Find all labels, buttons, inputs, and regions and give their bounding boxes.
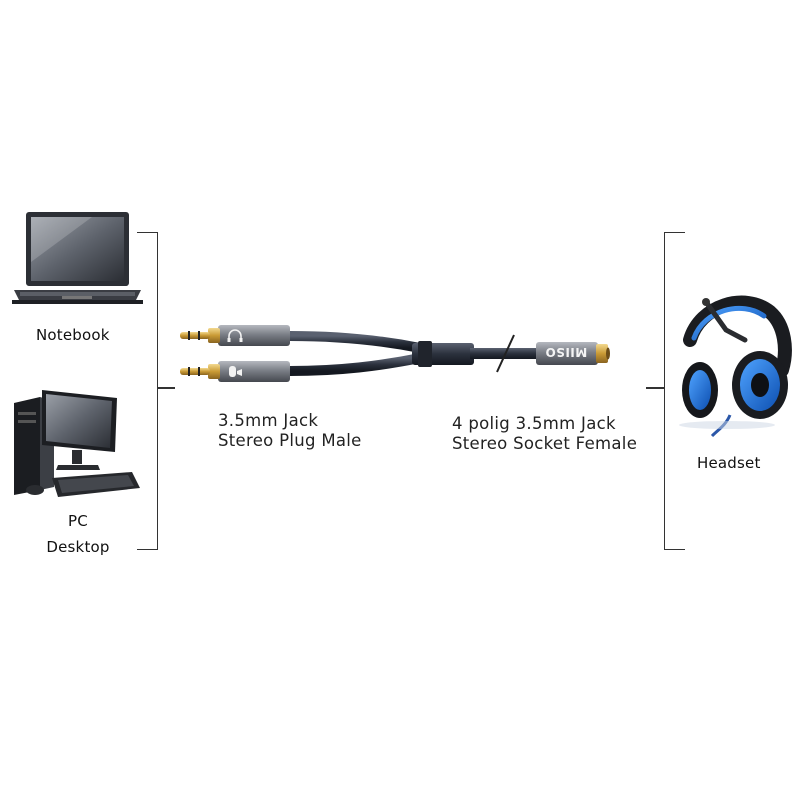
brand-text: MIISO <box>545 345 588 359</box>
microphone-icon <box>229 366 242 377</box>
headset-label: Headset <box>697 454 761 472</box>
right-bracket-connector <box>646 387 664 389</box>
male-plug-caption-line2: Stereo Plug Male <box>218 431 362 450</box>
gaming-headset-icon <box>679 295 792 438</box>
male-plug-caption-line1: 3.5mm Jack <box>218 411 319 430</box>
left-bracket-connector <box>157 387 175 389</box>
male-plug-caption: 3.5mm Jack Stereo Plug Male <box>218 411 362 451</box>
female-socket-caption-line1: 4 polig 3.5mm Jack <box>452 414 616 433</box>
notebook-icon <box>12 212 143 304</box>
left-device-bracket <box>137 232 158 550</box>
notebook-label: Notebook <box>36 326 110 344</box>
female-socket-caption-line2: Stereo Socket Female <box>452 434 638 453</box>
right-device-bracket <box>664 232 685 550</box>
headphone-icon <box>227 329 243 342</box>
female-socket-caption: 4 polig 3.5mm Jack Stereo Socket Female <box>452 414 637 454</box>
desktop-label: Desktop <box>46 538 110 556</box>
desktop-pc-icon <box>14 390 140 497</box>
pc-label: PC <box>68 512 88 530</box>
